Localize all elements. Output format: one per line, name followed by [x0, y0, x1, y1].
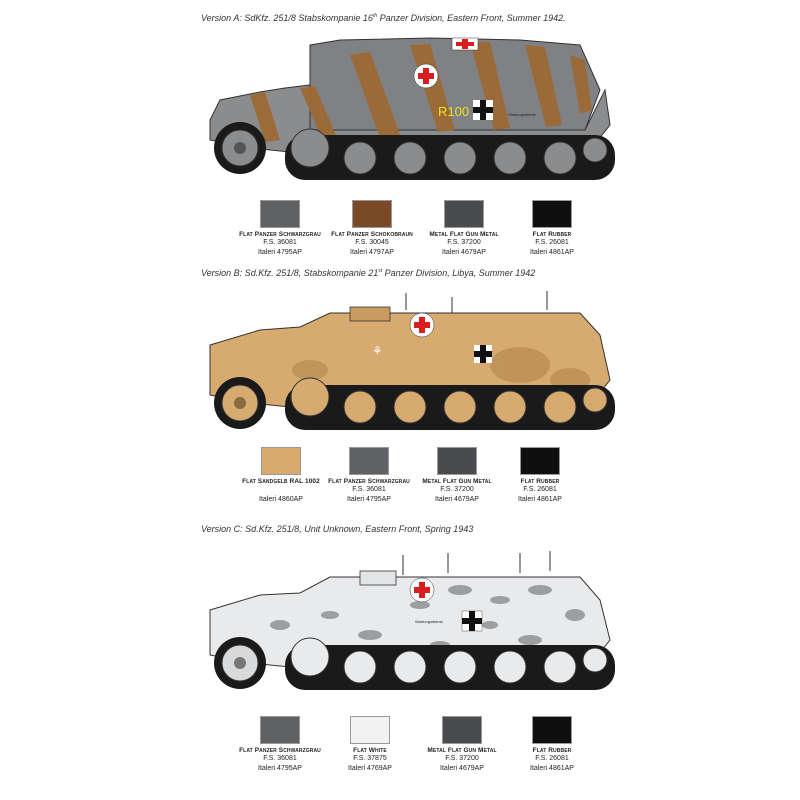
balkenkreuz-icon	[461, 610, 483, 632]
swatch: Flat White F.S. 37875 Italeri 4769AP	[315, 716, 425, 774]
swatch-chip	[532, 716, 572, 744]
swatch-chip	[349, 447, 389, 475]
caption-version-a: Version A: SdKfz. 251/8 Stabskompanie 16…	[201, 13, 566, 23]
vehicle-version-a: R100 Wartungsdienst	[209, 37, 615, 180]
swatch-chip	[532, 200, 572, 228]
palette-version-c: Flat Panzer Schwarzgrau F.S. 36081 Itale…	[0, 716, 800, 796]
swatch: Flat Panzer Schwarzgrau F.S. 36081 Itale…	[225, 200, 335, 258]
camo-mottles	[270, 585, 585, 649]
swatch-chip	[260, 200, 300, 228]
vehicle-version-c: Wartungsdienst	[209, 551, 615, 690]
balkenkreuz-icon	[474, 345, 492, 363]
caption-version-c: Version C: Sd.Kfz. 251/8, Unit Unknown, …	[201, 524, 474, 534]
swatch: Flat Rubber F.S. 26081 Italeri 4861AP	[497, 716, 607, 774]
balkenkreuz-icon	[473, 100, 493, 120]
swatch: Flat Sandgelb RAL 1002 Italeri 4860AP	[226, 447, 336, 505]
swatch: Flat Rubber F.S. 26081 Italeri 4861AP	[497, 200, 607, 258]
swatch-chip	[261, 447, 301, 475]
hull-stencil: Wartungsdienst	[508, 112, 537, 117]
hull-stencil: Wartungsdienst	[415, 619, 444, 624]
swatch-chip	[520, 447, 560, 475]
vehicle-version-b: ⚘	[209, 291, 615, 430]
swatch: Flat Rubber F.S. 26081 Italeri 4861AP	[485, 447, 595, 505]
swatch: Flat Panzer Schwarzgrau F.S. 36081 Itale…	[225, 716, 335, 774]
swatch-chip	[260, 716, 300, 744]
swatch: Metal Flat Gun Metal F.S. 37200 Italeri …	[409, 200, 519, 258]
swatch-chip	[437, 447, 477, 475]
vehicle-marking: R100	[438, 104, 469, 119]
palm-emblem-icon: ⚘	[372, 344, 383, 358]
swatch-chip	[352, 200, 392, 228]
caption-version-b: Version B: Sd.Kfz. 251/8, Stabskompanie …	[201, 268, 536, 278]
camo-stripes	[250, 42, 592, 146]
palette-version-b: Flat Sandgelb RAL 1002 Italeri 4860AP Fl…	[0, 447, 800, 527]
swatch: Flat Panzer Schokobraun F.S. 30045 Itale…	[317, 200, 427, 258]
swatch-chip	[350, 716, 390, 744]
swatch: Metal Flat Gun Metal F.S. 37200 Italeri …	[402, 447, 512, 505]
palette-version-a: Flat Panzer Schwarzgrau F.S. 36081 Itale…	[0, 200, 800, 280]
swatch-chip	[442, 716, 482, 744]
swatch: Flat Panzer Schwarzgrau F.S. 36081 Itale…	[314, 447, 424, 505]
swatch-chip	[444, 200, 484, 228]
swatch: Metal Flat Gun Metal F.S. 37200 Italeri …	[407, 716, 517, 774]
